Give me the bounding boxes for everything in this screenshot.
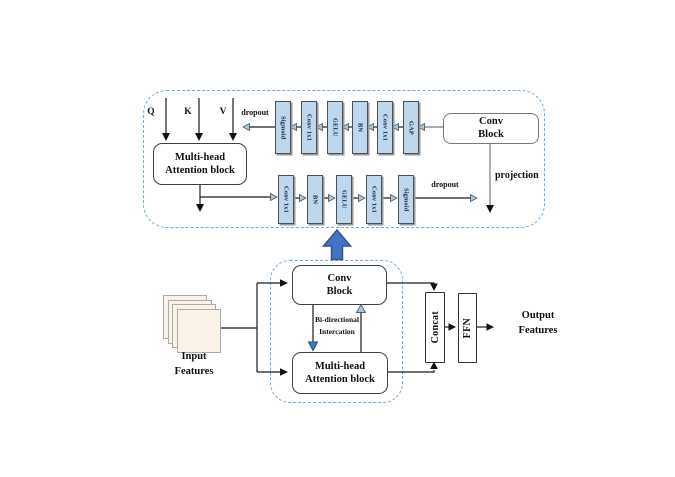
r2-dropout-arrowhead-icon bbox=[470, 193, 478, 203]
block-gap-row1: GAP bbox=[403, 101, 419, 154]
zoom-in-arrow-icon bbox=[321, 228, 353, 261]
r2-arrowhead3-icon bbox=[358, 193, 366, 203]
input-features-label: Input Features bbox=[158, 350, 230, 379]
block-bn-row1: BN bbox=[352, 101, 368, 154]
concat-bottom-arrowhead-icon bbox=[430, 361, 438, 369]
conv-to-mha-arrowhead-icon bbox=[307, 341, 319, 352]
ffn-in-arrowhead-icon bbox=[448, 323, 456, 331]
v-arrowhead-icon bbox=[229, 133, 237, 141]
dropout-top-label: dropout bbox=[241, 108, 269, 117]
r2-arrowhead4-icon bbox=[390, 193, 398, 203]
output-features-line1: Output bbox=[521, 310, 555, 321]
mha-top-line2: Attention block bbox=[165, 165, 235, 176]
conv-bot-line2: Block bbox=[326, 286, 353, 297]
ffn-block: FFN bbox=[458, 293, 477, 363]
conv-top-line2: Block bbox=[478, 128, 504, 140]
input-to-mha-arrowhead-icon bbox=[280, 368, 288, 376]
interaction-line2: Intercation bbox=[319, 327, 355, 336]
k-arrowhead-icon bbox=[195, 133, 203, 141]
block-sigmoid-row2-label: Sigmoid bbox=[402, 187, 410, 212]
interaction-line1: Bi-directional bbox=[314, 315, 360, 324]
conv-to-concat-line bbox=[385, 282, 435, 284]
gap-in-arrowhead-icon bbox=[417, 122, 425, 132]
mha-top-line1: Multi-head bbox=[174, 151, 226, 163]
r2-in-arrowhead-icon bbox=[270, 192, 278, 202]
block-gelu-row2: GELU bbox=[336, 175, 352, 224]
multihead-attention-block-overview: Multi-head Attention block bbox=[292, 352, 388, 394]
block-sigmoid-row2: Sigmoid bbox=[398, 175, 414, 224]
concat-top-arrowhead-icon bbox=[430, 283, 438, 291]
block-gelu-row1: GELU bbox=[327, 101, 343, 154]
conv-bot-line1: Conv bbox=[327, 272, 352, 284]
mha-to-concat-line bbox=[386, 370, 435, 373]
concat-label: Concat bbox=[429, 311, 441, 344]
block-gelu-row2-label: GELU bbox=[340, 190, 348, 209]
block-conv1x1-row2b-label: Conv 1x1 bbox=[370, 186, 378, 213]
v-label: V bbox=[219, 107, 227, 117]
dropout-bottom-label: dropout bbox=[431, 180, 459, 189]
detail-panel-border bbox=[143, 90, 545, 228]
q-label: Q bbox=[147, 107, 155, 117]
conv-block-overview: Conv Block bbox=[292, 265, 387, 305]
mha-bot-line1: Multi-head bbox=[314, 360, 366, 372]
block-conv1x1-row2a: Conv 1x1 bbox=[278, 175, 294, 224]
ffn-label: FFN bbox=[462, 317, 473, 339]
block-conv1x1-row2b: Conv 1x1 bbox=[366, 175, 382, 224]
input-to-conv-arrowhead-icon bbox=[280, 279, 288, 287]
input-feature-map-1 bbox=[177, 309, 221, 353]
block-bn-row2-label: BN bbox=[311, 194, 319, 205]
output-features-label: Output Features bbox=[503, 309, 573, 338]
r1-arrowhead3-icon bbox=[341, 122, 349, 132]
output-arrowhead-icon bbox=[486, 323, 494, 331]
multihead-attention-block-detail: Multi-head Attention block bbox=[153, 143, 247, 185]
projection-label: projection bbox=[495, 170, 539, 181]
input-features-line1: Input bbox=[181, 351, 207, 362]
block-conv1x1-row1a-label: Conv 1x1 bbox=[305, 114, 313, 141]
block-gap-row1-label: GAP bbox=[407, 120, 415, 135]
r1-arrowhead4-icon bbox=[366, 122, 374, 132]
k-label: K bbox=[184, 107, 192, 117]
bidirectional-interaction-label: Bi-directional Intercation bbox=[297, 314, 377, 338]
output-features-line2: Features bbox=[518, 324, 558, 336]
dropout-to-v-arrowhead-icon bbox=[242, 122, 250, 132]
mha-bot-line2: Attention block bbox=[305, 374, 375, 385]
mha-to-conv-arrowhead-icon bbox=[355, 303, 367, 313]
block-conv1x1-row2a-label: Conv 1x1 bbox=[282, 186, 290, 213]
concat-block: Concat bbox=[425, 292, 445, 363]
block-conv1x1-row1b: Conv 1x1 bbox=[377, 101, 393, 154]
q-arrowhead-icon bbox=[162, 133, 170, 141]
block-conv1x1-row1b-label: Conv 1x1 bbox=[381, 114, 389, 141]
input-features-line2: Features bbox=[174, 365, 214, 377]
projection-arrowhead-icon bbox=[486, 205, 494, 213]
block-gelu-row1-label: GELU bbox=[331, 118, 339, 137]
block-conv1x1-row1a: Conv 1x1 bbox=[301, 101, 317, 154]
overview-panel-border bbox=[270, 260, 403, 403]
r1-arrowhead5-icon bbox=[391, 122, 399, 132]
mha-top-out-arrowhead-icon bbox=[196, 204, 204, 212]
r2-arrowhead1-icon bbox=[299, 193, 307, 203]
conv-block-detail: Conv Block bbox=[443, 113, 539, 144]
r1-arrowhead1-icon bbox=[289, 122, 297, 132]
block-sigmoid-row1: Sigmoid bbox=[275, 101, 291, 154]
r1-arrowhead2-icon bbox=[315, 122, 323, 132]
block-bn-row2: BN bbox=[307, 175, 323, 224]
conv-top-line1: Conv bbox=[479, 116, 503, 127]
block-sigmoid-row1-label: Sigmoid bbox=[279, 115, 287, 140]
r2-arrowhead2-icon bbox=[328, 193, 336, 203]
block-bn-row1-label: BN bbox=[356, 122, 364, 133]
